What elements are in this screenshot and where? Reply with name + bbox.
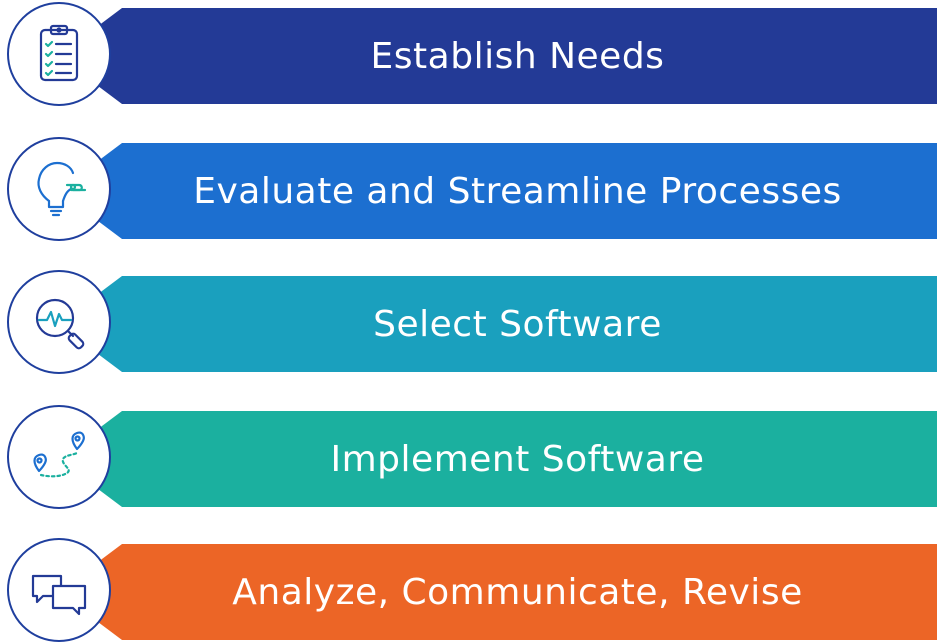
banner-analyze-communicate-revise: Analyze, Communicate, Revise [58,544,937,640]
step-analyze-communicate-revise: Analyze, Communicate, Revise [0,536,937,642]
step-establish-needs: Establish Needs [0,0,937,106]
banner-implement-software: Implement Software [58,411,937,507]
magnifier-pulse-icon [35,298,85,350]
icon-circle [7,270,111,374]
clipboard-checklist-icon [39,24,79,82]
banner-select-software: Select Software [58,276,937,372]
lightbulb-hand-icon [37,161,87,217]
step-label: Analyze, Communicate, Revise [232,571,803,613]
step-implement-software: Implement Software [0,403,937,509]
step-label: Evaluate and Streamline Processes [193,170,842,212]
icon-circle [7,137,111,241]
banner-establish-needs: Establish Needs [58,8,937,104]
map-route-pins-icon [33,431,85,478]
icon-circle [7,2,111,106]
chat-bubbles-icon [31,574,87,616]
step-select-software: Select Software [0,268,937,374]
step-label: Implement Software [330,438,705,480]
step-label: Establish Needs [370,35,665,77]
step-label: Select Software [373,303,662,345]
banner-evaluate-streamline: Evaluate and Streamline Processes [58,143,937,239]
icon-circle [7,405,111,509]
icon-circle [7,538,111,642]
step-evaluate-streamline: Evaluate and Streamline Processes [0,135,937,241]
